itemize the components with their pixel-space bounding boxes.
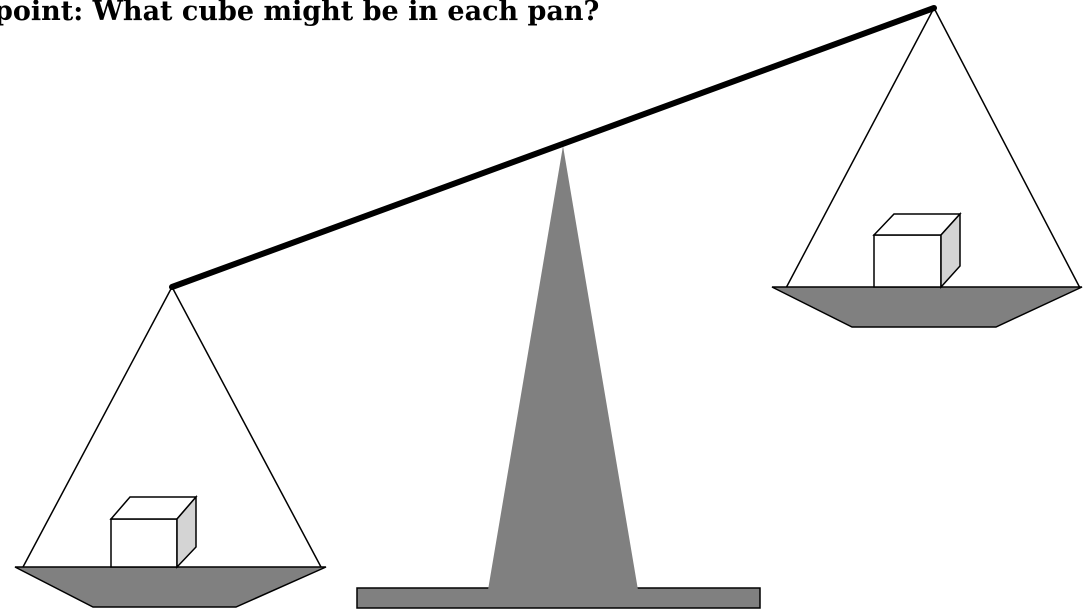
cube-icon	[872, 212, 962, 289]
right-pan	[771, 286, 1083, 328]
right-hanger-strings	[785, 7, 1081, 289]
question-caption: point: What cube might be in each pan?	[0, 0, 600, 27]
cube-icon	[109, 494, 198, 569]
scale-fulcrum	[488, 146, 638, 590]
left-pan	[14, 566, 327, 608]
left-hanger-strings	[22, 286, 322, 568]
scale-base	[356, 587, 761, 609]
scale-beam	[169, 5, 937, 290]
